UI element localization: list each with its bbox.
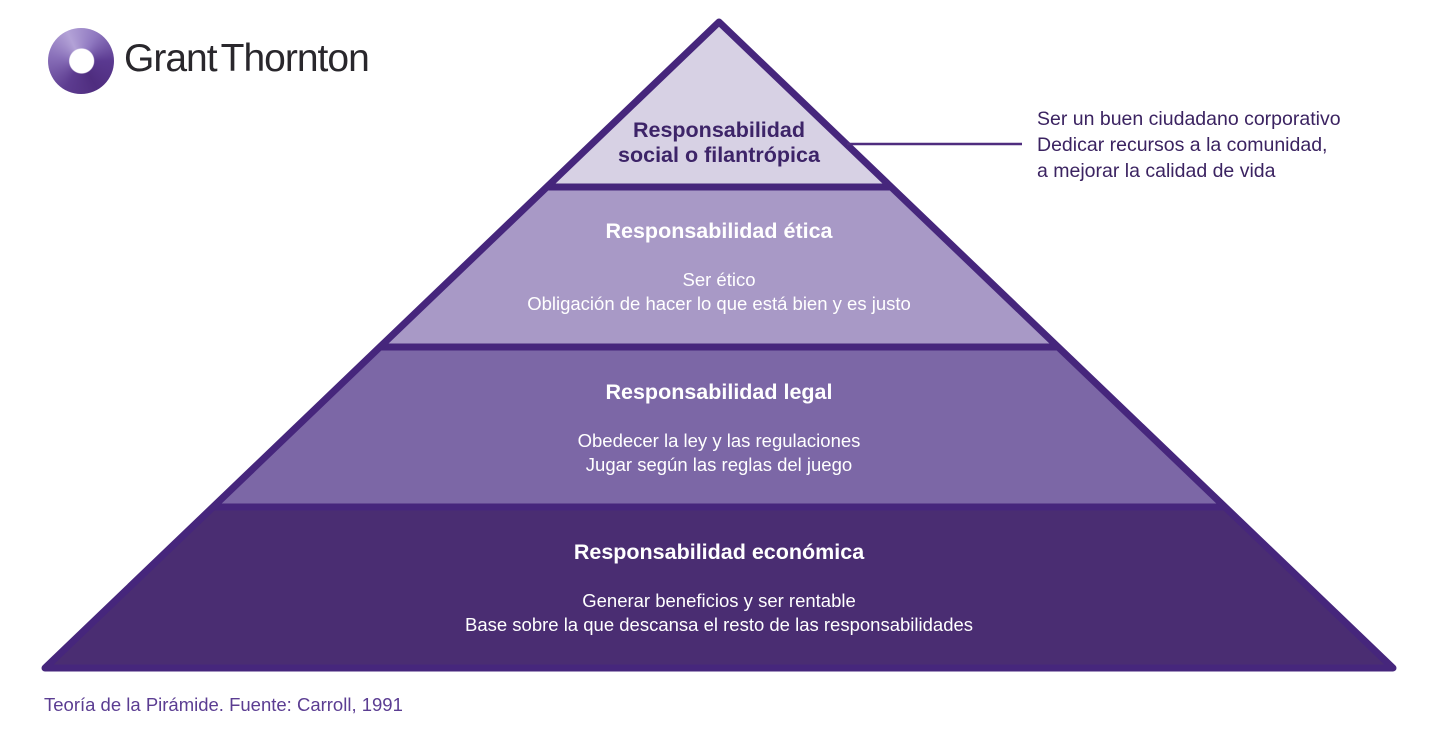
source-caption: Teoría de la Pirámide. Fuente: Carroll, … [44,694,403,715]
annotation-line: a mejorar la calidad de vida [1037,160,1276,182]
tier-body-line: Generar beneficios y ser rentable [582,590,856,611]
tier-etica-label: Responsabilidad ética Ser ético Obligaci… [527,219,911,316]
annotation-line: Dedicar recursos a la comunidad, [1037,134,1328,156]
tier-title: Responsabilidad legal [605,380,833,404]
tier-body-line: Ser ético [682,269,756,290]
tier-body: Generar beneficios y ser rentable Base s… [465,589,973,637]
tier-economica-shape [45,507,1393,668]
philanthropic-annotation: Ser un buen ciudadano corporativo Dedica… [1037,106,1341,184]
tier-social-filantropica-label: Responsabilidad social o filantrópica [618,118,820,168]
tier-economica-label: Responsabilidad económica Generar benefi… [465,540,973,637]
tier-title-line: Responsabilidad [632,118,806,142]
tier-body-line: Base sobre la que descansa el resto de l… [464,614,974,635]
tier-body-line: Obedecer la ley y las regulaciones [577,430,861,451]
grant-thornton-swirl-icon [48,28,114,94]
tier-body-line: Obligación de hacer lo que está bien y e… [527,293,911,314]
tier-title: Responsabilidad ética [605,219,833,243]
tier-title-line: social o filantrópica [618,143,820,167]
annotation-line: Ser un buen ciudadano corporativo [1037,108,1341,130]
pyramid-outline [41,18,1397,672]
tier-etica-shape [380,187,1058,347]
tier-legal-shape [213,347,1225,507]
tier-body-line: Jugar según las reglas del juego [585,454,853,475]
tier-social-filantropica-shape [547,22,891,187]
tier-body: Obedecer la ley y las regulaciones Jugar… [578,429,861,477]
tier-legal-label: Responsabilidad legal Obedecer la ley y … [578,380,861,477]
tier-body: Ser ético Obligación de hacer lo que est… [527,268,911,316]
tier-title: Responsabilidad económica [573,540,865,564]
brand-name: Grant Thornton [124,37,370,80]
